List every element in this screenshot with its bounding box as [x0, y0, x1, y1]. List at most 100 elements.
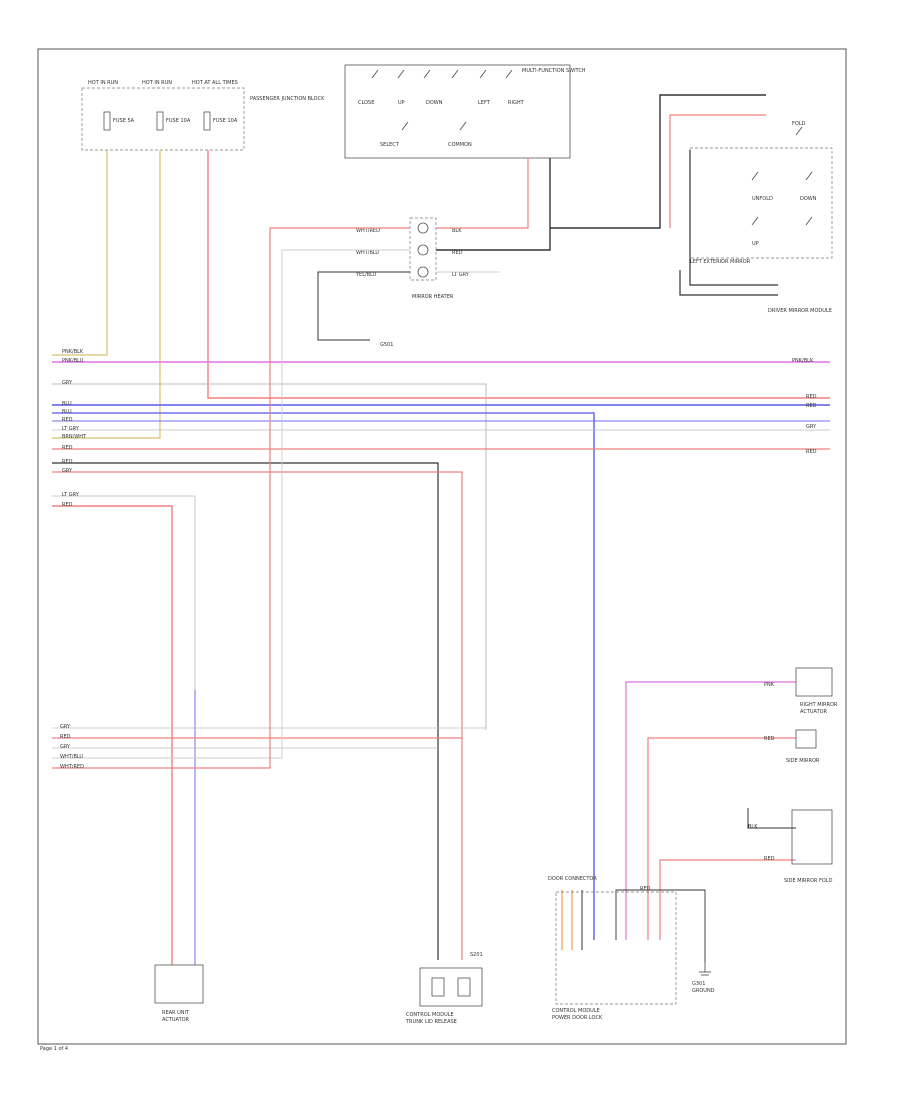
fuse-3-label: FUSE 10A: [213, 118, 238, 124]
right-small-label-3: RED: [764, 856, 775, 862]
wire-ground: [317, 271, 410, 341]
right-mirror: RIGHT MIRROR ACTUATOR: [795, 667, 838, 715]
wire-red-rear: [52, 505, 173, 965]
switch-label-2: UP: [398, 100, 405, 106]
side-mirror-label: SIDE MIRROR: [786, 758, 820, 764]
cm2-label-2: POWER DOOR LOCK: [552, 1015, 603, 1021]
left-wire-label-5: BLU: [62, 409, 72, 415]
switch-bottom-1: SELECT: [380, 142, 400, 148]
ground-g301-label: G301: [692, 981, 705, 987]
left-wire-label-2: PNK/BLU: [62, 358, 84, 364]
wire-right-red-2: [659, 859, 796, 940]
wire-ground-g301: [615, 889, 706, 962]
ground-g301: G301 GROUND: [692, 962, 715, 994]
left-wire-label-8: BRN/WHT: [62, 434, 87, 440]
right-small-label-1: PNK: [764, 682, 775, 688]
left-mirror-sw-1: FOLD: [792, 121, 806, 127]
right-mirror-label: RIGHT MIRROR: [800, 702, 838, 708]
left-wire-label-9: RED: [62, 445, 73, 451]
mirror-heater-label: MIRROR HEATER: [412, 294, 454, 300]
lower-wire-label-5: WHT/RED: [60, 764, 84, 770]
ground-g301-label-2: GROUND: [692, 988, 715, 994]
center-wire-2: WHT/BLU: [356, 250, 379, 256]
left-wire-label-11: GRY: [62, 468, 73, 474]
side-mirror-fold-label: SIDE MIRROR FOLD: [784, 878, 833, 884]
door-lock-control-module: CONTROL MODULE POWER DOOR LOCK DOOR CONN…: [548, 876, 677, 1021]
wire-switch-red: [436, 158, 529, 229]
right-small-label-5: RED: [640, 886, 651, 892]
fuse-block: HOT IN RUN HOT IN RUN HOT AT ALL TIMES P…: [81, 80, 325, 151]
wire-right-red-1: [647, 737, 796, 940]
fuse-1-icon: [103, 111, 111, 131]
left-exterior-mirror: LEFT EXTERIOR MIRROR FOLD UNFOLD DOWN UP…: [689, 121, 833, 314]
left-wire-label-4: BLU: [62, 401, 72, 407]
wire-mirror-black-2: [689, 150, 778, 286]
wire-fuse3-red: [207, 150, 830, 399]
page-code: Page 1 of 4: [40, 1046, 68, 1052]
wire-fuse1-yellow: [52, 150, 108, 356]
wire-gray-rear: [52, 495, 196, 965]
wire-gray-bus: [52, 383, 487, 730]
wire-right-pink: [625, 681, 796, 940]
mirror-switch-label: MULTI-FUNCTION SWITCH: [522, 68, 586, 74]
rear-unit-label: REAR UNIT: [162, 1010, 190, 1016]
left-mirror-sw-4: UP: [752, 241, 759, 247]
center-wire-6: LT GRY: [452, 272, 470, 278]
cm1-label-2: TRUNK LID RELEASE: [405, 1019, 457, 1025]
left-mirror-sw-3: DOWN: [800, 196, 817, 202]
lower-wire-labels: GRY RED GRY WHT/BLU WHT/RED: [60, 724, 84, 770]
lower-wire-label-1: GRY: [60, 724, 71, 730]
side-mirror: SIDE MIRROR: [786, 729, 820, 764]
wire-black-drop: [52, 462, 439, 960]
splice-label: S201: [470, 952, 483, 958]
right-small-labels: PNK RED RED BLK RED: [640, 682, 775, 892]
fuse-block-label: PASSENGER JUNCTION BLOCK: [250, 96, 325, 102]
left-wire-label-7: LT GRY: [62, 426, 80, 432]
wire-mirror-black: [550, 94, 766, 229]
left-wire-label-13: RED: [62, 502, 73, 508]
left-wire-label-3: GRY: [62, 380, 73, 386]
right-small-label-2: RED: [764, 736, 775, 742]
wire-mirror-black-3: [679, 270, 778, 296]
fuse-2-icon: [156, 111, 164, 131]
lower-wire-label-3: GRY: [60, 744, 71, 750]
center-wire-4: BLK: [452, 228, 462, 234]
center-wire-5: RED: [452, 250, 463, 256]
switch-label-4: LEFT: [478, 100, 491, 106]
right-wire-label-1: PNK/BLK: [792, 358, 814, 364]
trunk-lid-control-module: CONTROL MODULE TRUNK LID RELEASE: [405, 967, 483, 1025]
fuse-hot-label-2: HOT IN RUN: [142, 80, 172, 86]
lower-wire-label-2: RED: [60, 734, 71, 740]
wire-switch-black: [436, 158, 551, 251]
cm1-label: CONTROL MODULE: [406, 1012, 454, 1018]
mirror-switch: MULTI-FUNCTION SWITCH CLOSE UP DOWN LEFT…: [344, 64, 586, 159]
fuse-2-label: FUSE 10A: [166, 118, 191, 124]
fuse-hot-label-1: HOT IN RUN: [88, 80, 118, 86]
wire-right-black: [747, 808, 796, 829]
wire-red-drop: [52, 471, 463, 960]
right-wire-labels: PNK/BLK RED RED GRY RED: [792, 358, 817, 455]
side-mirror-fold: SIDE MIRROR FOLD: [784, 809, 833, 884]
fuse-3-icon: [203, 111, 211, 131]
wire-mirror-red: [669, 114, 766, 228]
left-mirror-label: LEFT EXTERIOR MIRROR: [690, 259, 751, 265]
center-wire-3: YEL/BLU: [355, 272, 377, 278]
wires-layer: [52, 94, 830, 965]
wire-fuse2-yellow: [52, 150, 161, 439]
fuse-hot-label-3: HOT AT ALL TIMES: [192, 80, 238, 86]
right-small-label-4: BLK: [748, 824, 758, 830]
left-wire-label-6: RED: [62, 417, 73, 423]
diagram-frame: [37, 48, 847, 1045]
right-wire-label-3: RED: [806, 403, 817, 409]
wire-blue-bus-2: [52, 412, 595, 940]
center-wire-1: WHT/RED: [356, 228, 380, 234]
right-wire-label-4: GRY: [806, 424, 817, 430]
wire-whtred: [52, 227, 410, 769]
right-mirror-label-2: ACTUATOR: [800, 709, 828, 715]
left-wire-labels: PNK/BLK PNK/BLU GRY BLU BLU RED LT GRY B…: [62, 349, 87, 508]
cm2-label: CONTROL MODULE: [552, 1008, 600, 1014]
wire-whtblu: [52, 249, 410, 759]
switch-label-1: CLOSE: [358, 100, 374, 106]
mirror-heater-block: MIRROR HEATER WHT/RED WHT/BLU YEL/BLU BL…: [355, 217, 470, 348]
